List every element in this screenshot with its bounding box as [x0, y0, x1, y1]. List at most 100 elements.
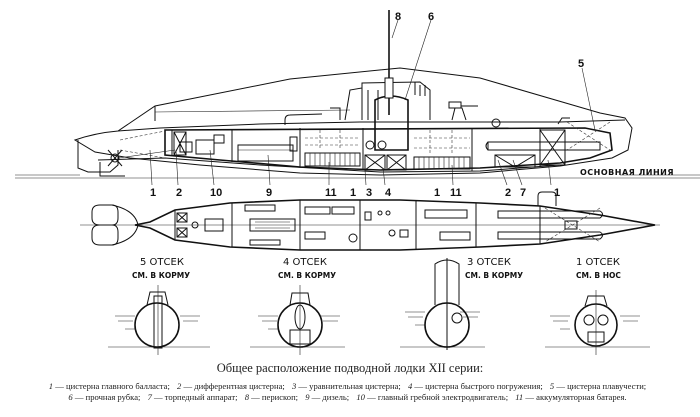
bow-hatch — [557, 117, 570, 125]
deck-gun-mount — [448, 101, 462, 109]
section-3-title: 3 ОТСЕК — [467, 257, 511, 268]
tank-crosses — [173, 121, 611, 171]
diesel-cylinders — [255, 221, 290, 229]
bow-tank-lines — [544, 207, 601, 243]
sail-frames — [361, 88, 379, 120]
section-3-subtitle: СМ. В КОРМУ — [465, 271, 523, 280]
callout-7: 7 — [520, 187, 526, 199]
keel-line — [97, 157, 561, 173]
legend-item: 1 — цистерна главного балласта; — [48, 381, 170, 391]
propeller-icon — [107, 149, 123, 167]
diesel-engine — [237, 144, 294, 162]
callout-10: 10 — [210, 187, 222, 199]
section-4-drawing — [250, 285, 345, 355]
main-motor — [195, 139, 215, 155]
periscope-housing — [384, 77, 394, 99]
torpedo-tube-plan — [497, 231, 603, 240]
plan-view — [80, 191, 660, 251]
legend-item: 6 — прочная рубка; — [68, 392, 141, 402]
periscope-well — [388, 229, 396, 237]
motor-top — [213, 134, 225, 144]
cross-sections: 5 ОТСЕК СМ. В КОРМУ 4 ОТСЕК СМ. В КОРМУ … — [108, 257, 650, 355]
section-1-subtitle: СМ. В НОС — [576, 271, 621, 280]
figure-legend: 1 — цистерна главного балласта; 2 — дифф… — [0, 381, 700, 403]
legend-item: 2 — дифферентная цистерна; — [177, 381, 285, 391]
torpedo-tube-end — [485, 141, 489, 151]
battery-cell — [331, 206, 355, 215]
trim-tank — [176, 227, 188, 238]
instrument — [364, 211, 372, 221]
torpedo-tube — [487, 141, 601, 151]
legend-item: 9 — дизель; — [305, 392, 350, 402]
legend-item: 5 — цистерна плавучести; — [549, 381, 647, 391]
side-profile-view — [15, 10, 700, 179]
callout-11: 11 — [325, 187, 337, 199]
air-pipe — [330, 107, 341, 120]
legend-item: 8 — перископ; — [244, 392, 299, 402]
pressure-conning-tower — [374, 95, 409, 151]
section-5-title: 5 ОТСЕК — [140, 257, 184, 268]
side-callout-leaders — [149, 19, 596, 186]
gauge-icon — [377, 210, 383, 216]
legend-item: 10 — главный гребной электродвигатель; — [356, 392, 509, 402]
callout-5: 5 — [578, 58, 584, 70]
snorkel-masts — [414, 82, 426, 96]
main-motor-plan — [204, 218, 224, 232]
battery-cell — [304, 231, 326, 240]
section-4-subtitle: СМ. В КОРМУ — [278, 271, 336, 280]
legend-line-2: 6 — прочная рубка; 7 — торпедный аппарат… — [6, 392, 694, 403]
legend-item: 3 — уравнительная цистерна; — [291, 381, 401, 391]
legend-item: 11 — аккумуляторная батарея. — [515, 392, 627, 402]
callout-1: 1 — [150, 187, 156, 199]
diesel-plan — [249, 218, 296, 232]
equipment — [249, 239, 281, 246]
callout-1: 1 — [350, 187, 356, 199]
deck-rail — [154, 109, 351, 113]
trim-tank — [176, 212, 188, 223]
deck-line — [117, 119, 626, 132]
stern-plane-upper — [91, 204, 119, 226]
stern-rudder — [77, 140, 119, 173]
valve-wheel-icon — [377, 140, 387, 150]
battery-fwd — [413, 130, 471, 170]
callout-11: 11 — [450, 187, 462, 199]
callout-1: 1 — [554, 187, 560, 199]
aux-machinery — [289, 136, 298, 152]
hatch-plan-icon — [348, 233, 358, 243]
instrument — [399, 229, 409, 238]
torpedo-tube-plan — [497, 210, 603, 219]
baseline-label: ОСНОВНАЯ ЛИНИЯ — [580, 168, 674, 177]
bow-fitting — [564, 220, 578, 230]
section-5-subtitle: СМ. В КОРМУ — [132, 271, 190, 280]
section-1-drawing — [545, 290, 650, 355]
outer-hull — [73, 67, 633, 176]
battery-aft — [304, 130, 361, 167]
hatch-icon — [491, 118, 501, 128]
section-3-drawing — [400, 258, 485, 350]
legend-line-1: 1 — цистерна главного балласта; 2 — дифф… — [6, 381, 694, 392]
battery-cell — [424, 209, 468, 219]
callout-6: 6 — [428, 11, 434, 23]
stern-plane-lower — [91, 224, 119, 246]
callout-2: 2 — [176, 187, 182, 199]
section-5-drawing — [108, 285, 210, 355]
battery-cell — [439, 231, 471, 241]
callout-2: 2 — [505, 187, 511, 199]
equipment — [244, 204, 276, 212]
bow-guard-loop — [537, 191, 557, 206]
legend-item: 4 — цистерна быстрого погружения; — [407, 381, 543, 391]
callout-9: 9 — [266, 187, 272, 199]
sail-outline — [344, 81, 431, 121]
valve-wheel-icon — [365, 140, 375, 150]
shaft — [118, 149, 176, 159]
rudder-skeg — [99, 162, 125, 177]
stern-tank-lines — [119, 130, 166, 159]
callout-8: 8 — [395, 11, 401, 23]
figure-title: Общее расположение подводной лодки XII с… — [216, 361, 484, 375]
plan-hull — [134, 199, 656, 251]
coupling — [191, 221, 199, 229]
battery-cell — [304, 206, 331, 215]
section-1-title: 1 ОТСЕК — [576, 257, 620, 268]
callout-4: 4 — [385, 187, 392, 199]
